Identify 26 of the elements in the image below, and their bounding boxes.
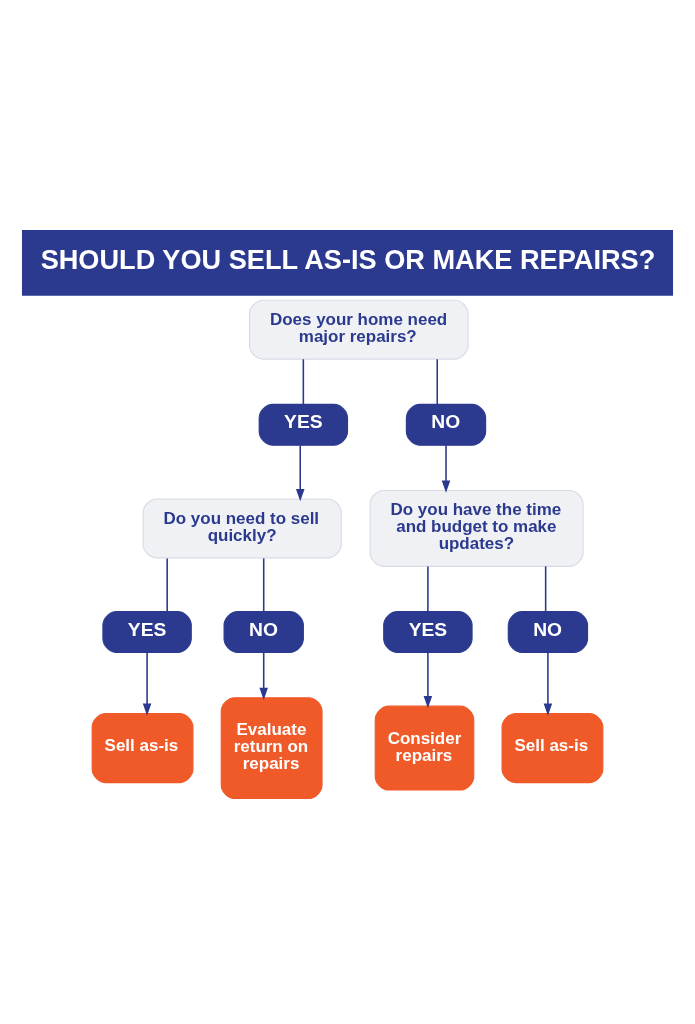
arrow: [543, 651, 553, 716]
node-box: Sell as-is: [91, 713, 194, 784]
node-box: Do you need to sell quickly?: [142, 498, 342, 559]
node-box: Do you have the time and budget to make updates?: [369, 489, 584, 567]
connector: [436, 358, 439, 406]
connector: [427, 565, 429, 613]
node-box: NO: [507, 611, 589, 653]
arrow: [142, 651, 152, 716]
node-box: Consider repairs: [374, 705, 475, 791]
diagram-title: SHOULD YOU SELL AS-IS OR MAKE REPAIRS?: [40, 243, 656, 275]
node-box: Evaluate return on repairs: [220, 697, 323, 800]
arrow: [423, 651, 433, 709]
node-box: NO: [223, 611, 304, 653]
node-box: YES: [258, 403, 349, 446]
arrow: [441, 444, 451, 493]
connector: [302, 358, 305, 406]
connector: [166, 557, 168, 613]
connector: [544, 565, 547, 613]
node-box: NO: [405, 403, 487, 446]
node-box: YES: [383, 611, 473, 653]
node-box: Does your home need major repairs?: [249, 299, 469, 360]
node-box: Sell as-is: [501, 713, 604, 784]
node-box: YES: [102, 611, 192, 653]
arrow: [295, 444, 305, 502]
connector: [262, 557, 265, 613]
arrow: [259, 651, 268, 700]
